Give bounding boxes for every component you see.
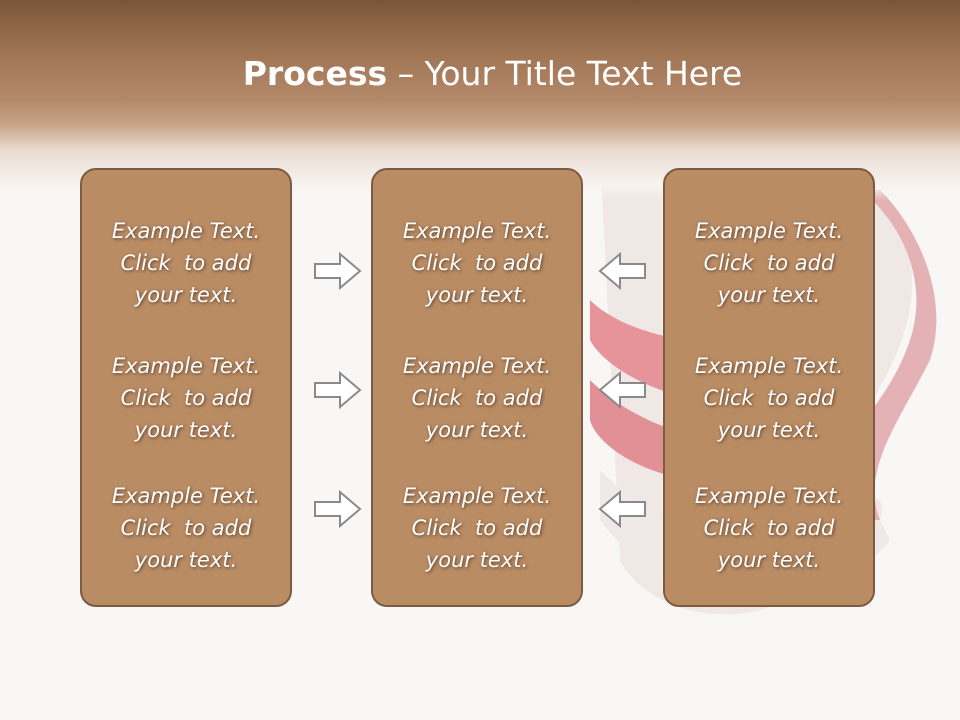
text-line: your text. (425, 548, 529, 572)
text-line: your text. (134, 548, 238, 572)
text-line: your text. (425, 418, 529, 442)
text-line: Click to add (411, 386, 543, 410)
text-line: your text. (425, 283, 529, 307)
title-bold: Process (242, 54, 388, 93)
text-block[interactable]: Example Text. Click to add your text. (82, 215, 290, 311)
text-line: Example Text. (111, 219, 261, 243)
text-line: your text. (134, 418, 238, 442)
process-box-left[interactable]: Example Text. Click to add your text. Ex… (80, 168, 292, 607)
left-arrow-icon[interactable] (596, 489, 648, 529)
text-block[interactable]: Example Text. Click to add your text. (373, 350, 581, 446)
text-line: Click to add (411, 516, 543, 540)
process-box-center[interactable]: Example Text. Click to add your text. Ex… (371, 168, 583, 607)
text-line: Example Text. (694, 484, 844, 508)
text-line: your text. (717, 548, 821, 572)
process-box-right[interactable]: Example Text. Click to add your text. Ex… (663, 168, 875, 607)
slide-title[interactable]: Process – Your Title Text Here (0, 52, 960, 96)
text-line: Example Text. (402, 354, 552, 378)
left-arrow-icon[interactable] (596, 251, 648, 291)
text-line: Example Text. (694, 219, 844, 243)
text-line: Example Text. (694, 354, 844, 378)
text-block[interactable]: Example Text. Click to add your text. (665, 480, 873, 576)
text-line: Click to add (703, 251, 835, 275)
header-band (0, 0, 960, 200)
text-block[interactable]: Example Text. Click to add your text. (82, 350, 290, 446)
text-block[interactable]: Example Text. Click to add your text. (373, 215, 581, 311)
text-block[interactable]: Example Text. Click to add your text. (82, 480, 290, 576)
text-line: Example Text. (111, 354, 261, 378)
text-line: your text. (717, 283, 821, 307)
text-line: Click to add (703, 516, 835, 540)
text-line: Example Text. (111, 484, 261, 508)
left-arrow-icon[interactable] (596, 370, 648, 410)
right-arrow-icon[interactable] (312, 489, 364, 529)
text-line: your text. (717, 418, 821, 442)
title-rest: – Your Title Text Here (387, 54, 743, 93)
text-line: Example Text. (402, 219, 552, 243)
text-line: Click to add (120, 386, 252, 410)
text-line: Click to add (703, 386, 835, 410)
right-arrow-icon[interactable] (312, 370, 364, 410)
text-line: Click to add (120, 251, 252, 275)
text-line: Click to add (120, 516, 252, 540)
text-block[interactable]: Example Text. Click to add your text. (665, 215, 873, 311)
text-block[interactable]: Example Text. Click to add your text. (665, 350, 873, 446)
text-block[interactable]: Example Text. Click to add your text. (373, 480, 581, 576)
text-line: Click to add (411, 251, 543, 275)
text-line: Example Text. (402, 484, 552, 508)
right-arrow-icon[interactable] (312, 251, 364, 291)
text-line: your text. (134, 283, 238, 307)
